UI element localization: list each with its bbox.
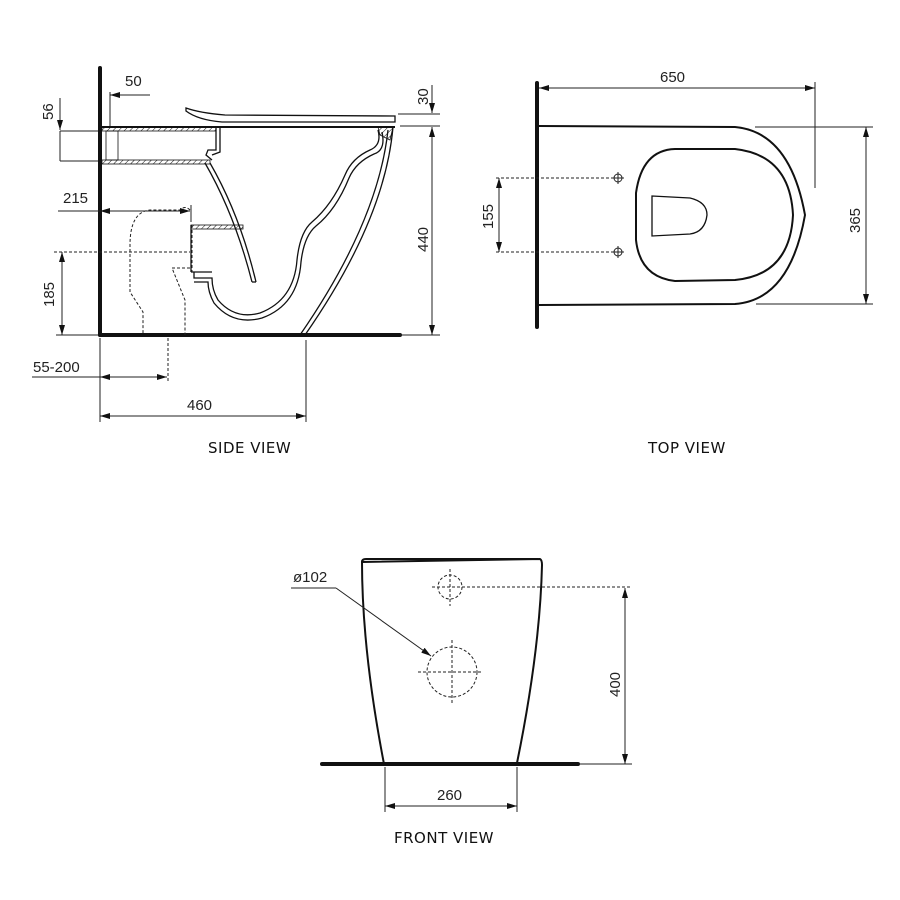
dim-front-height: 400 (607, 672, 624, 697)
rim-hatch (377, 126, 394, 141)
dim-outlet-centre: 185 (41, 282, 58, 307)
front-shell-outer (304, 126, 394, 336)
rear-bowl-inner (209, 162, 257, 283)
dim-fixing-spacing: 155 (480, 204, 497, 229)
dim-outlet-diameter: ø102 (293, 569, 327, 586)
dim-inlet-offset: 50 (125, 73, 142, 90)
dim-outlet-offset: 215 (63, 190, 88, 207)
outlet-hole (418, 640, 482, 704)
fixing-hole-bottom (612, 246, 624, 258)
inlet-spigot (101, 126, 221, 165)
front-shell-inner (299, 129, 389, 336)
bowl-inner (194, 131, 384, 321)
dim-base-width: 260 (437, 787, 462, 804)
top-view: 650 365 155 TOP VIEW (480, 69, 873, 457)
dim-set-out: 55-200 (33, 359, 80, 376)
pan-outline (538, 125, 807, 306)
bowl-outer (193, 129, 380, 316)
side-view: 50 56 30 440 215 185 55-200 (32, 66, 440, 457)
pan-front-outline (360, 557, 544, 765)
dim-overall-length: 650 (660, 69, 685, 86)
dim-overall-width: 365 (847, 208, 864, 233)
front-view: ø102 400 260 FRONT VIEW (291, 557, 632, 847)
front-view-title: FRONT VIEW (394, 829, 494, 847)
seat (185, 107, 396, 123)
side-view-title: SIDE VIEW (208, 439, 291, 457)
rear-bowl-outer (204, 162, 253, 283)
top-view-title: TOP VIEW (647, 439, 726, 457)
dim-inlet-height: 56 (40, 103, 57, 120)
fixing-hole-top (612, 172, 624, 184)
waste-outlet (651, 195, 708, 237)
dim-overall-height: 440 (415, 227, 432, 252)
outlet-spigot (190, 224, 244, 273)
connector-outline (129, 207, 191, 335)
bowl-opening (635, 148, 795, 283)
dim-seat-thickness: 30 (415, 88, 432, 105)
dim-overall-depth: 460 (187, 397, 212, 414)
